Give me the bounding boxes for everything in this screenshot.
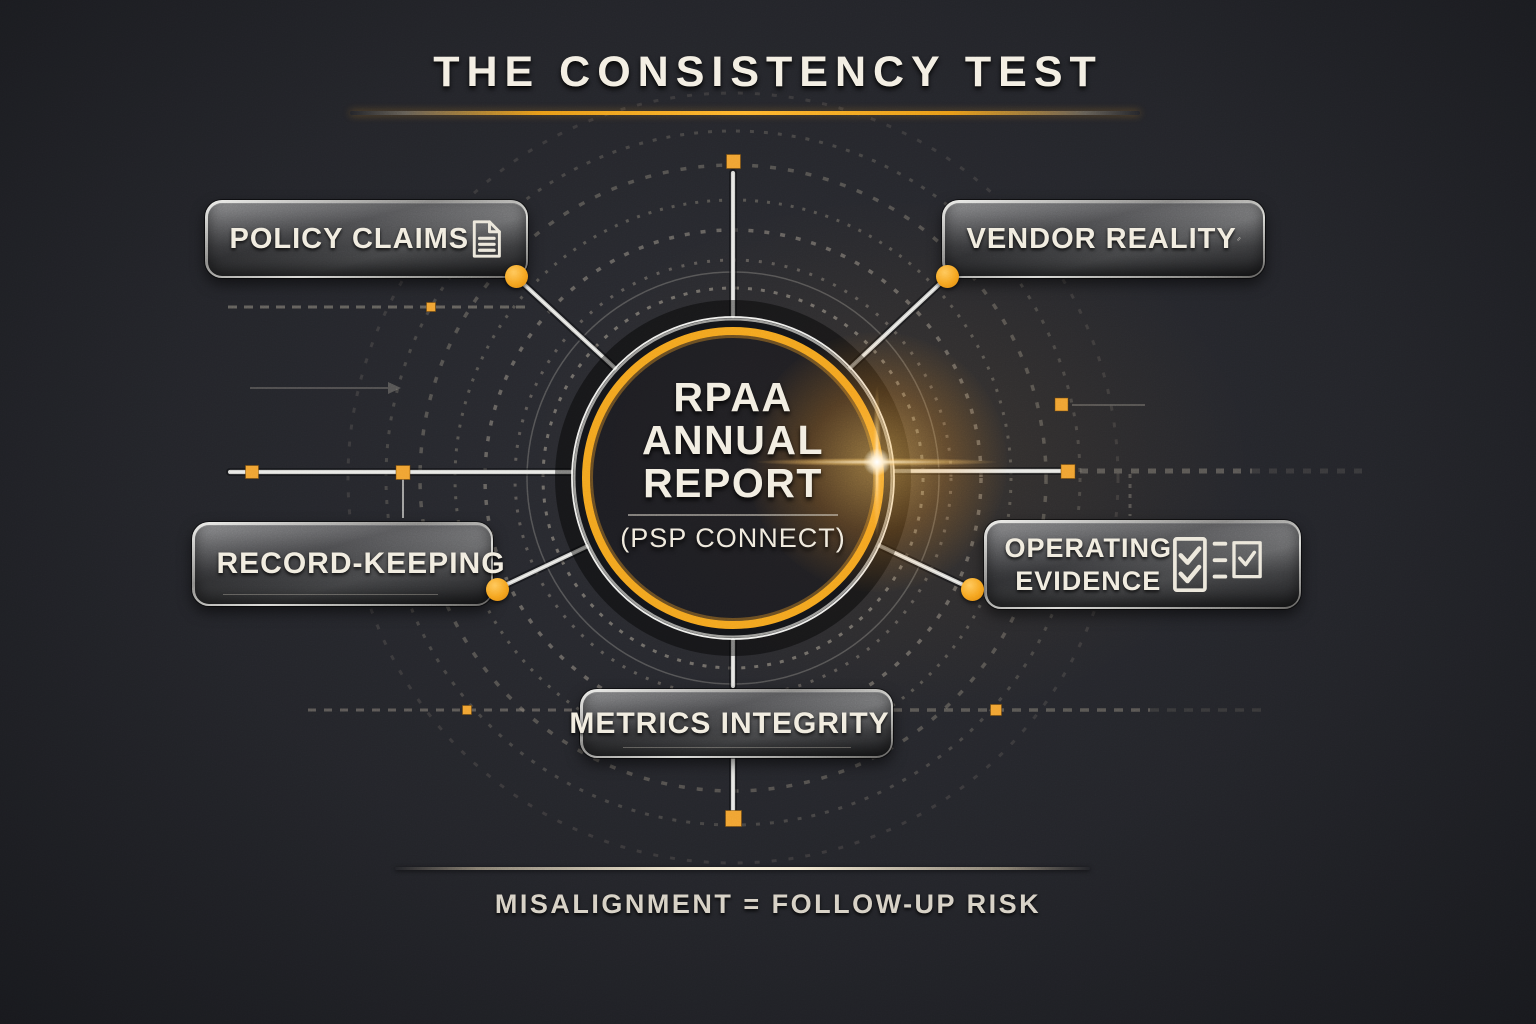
metrics-integrity-label: METRICS INTEGRITY bbox=[569, 706, 890, 740]
center-subtitle: (PSP CONNECT) bbox=[620, 523, 846, 553]
title-underline bbox=[350, 111, 1140, 115]
document-icon bbox=[472, 220, 501, 258]
footer-caption: MISALIGNMENT = FOLLOW-UP RISK bbox=[494, 889, 1042, 919]
operating-evidence-label: OPERATING EVIDENCE bbox=[1004, 532, 1173, 596]
checklist-icon bbox=[1173, 536, 1262, 592]
center-divider bbox=[628, 514, 838, 516]
node-metrics-integrity: METRICS INTEGRITY bbox=[569, 689, 893, 758]
connector-dot-operating-evidence bbox=[961, 578, 984, 601]
vendor-reality-label: VENDOR REALITY bbox=[966, 222, 1237, 255]
policy-claims-label: POLICY CLAIMS bbox=[229, 222, 470, 255]
center-title-line-1: RPAA bbox=[673, 374, 793, 420]
record-keeping-rule bbox=[222, 593, 438, 595]
record-keeping-label: RECORD-KEEPING bbox=[216, 547, 506, 580]
connector-dot-vendor-reality bbox=[936, 265, 959, 288]
center-title-line-3: REPORT bbox=[643, 460, 823, 506]
center-hub: RPAA ANNUAL REPORT (PSP CONNECT) bbox=[573, 376, 893, 554]
connector-dot-record-keeping bbox=[486, 578, 509, 601]
link-icon bbox=[1236, 237, 1241, 241]
node-policy-claims: POLICY CLAIMS bbox=[205, 200, 528, 278]
node-record-keeping: RECORD-KEEPING bbox=[192, 522, 505, 606]
page-title: THE CONSISTENCY TEST bbox=[433, 48, 1103, 96]
node-vendor-reality: VENDOR REALITY bbox=[942, 200, 1265, 278]
node-operating-evidence: OPERATING EVIDENCE bbox=[984, 520, 1301, 609]
footer-separator-line bbox=[395, 867, 1090, 870]
metrics-integrity-rule bbox=[622, 746, 851, 748]
connector-dot-policy-claims bbox=[505, 265, 528, 288]
center-title-line-2: ANNUAL bbox=[641, 417, 825, 463]
